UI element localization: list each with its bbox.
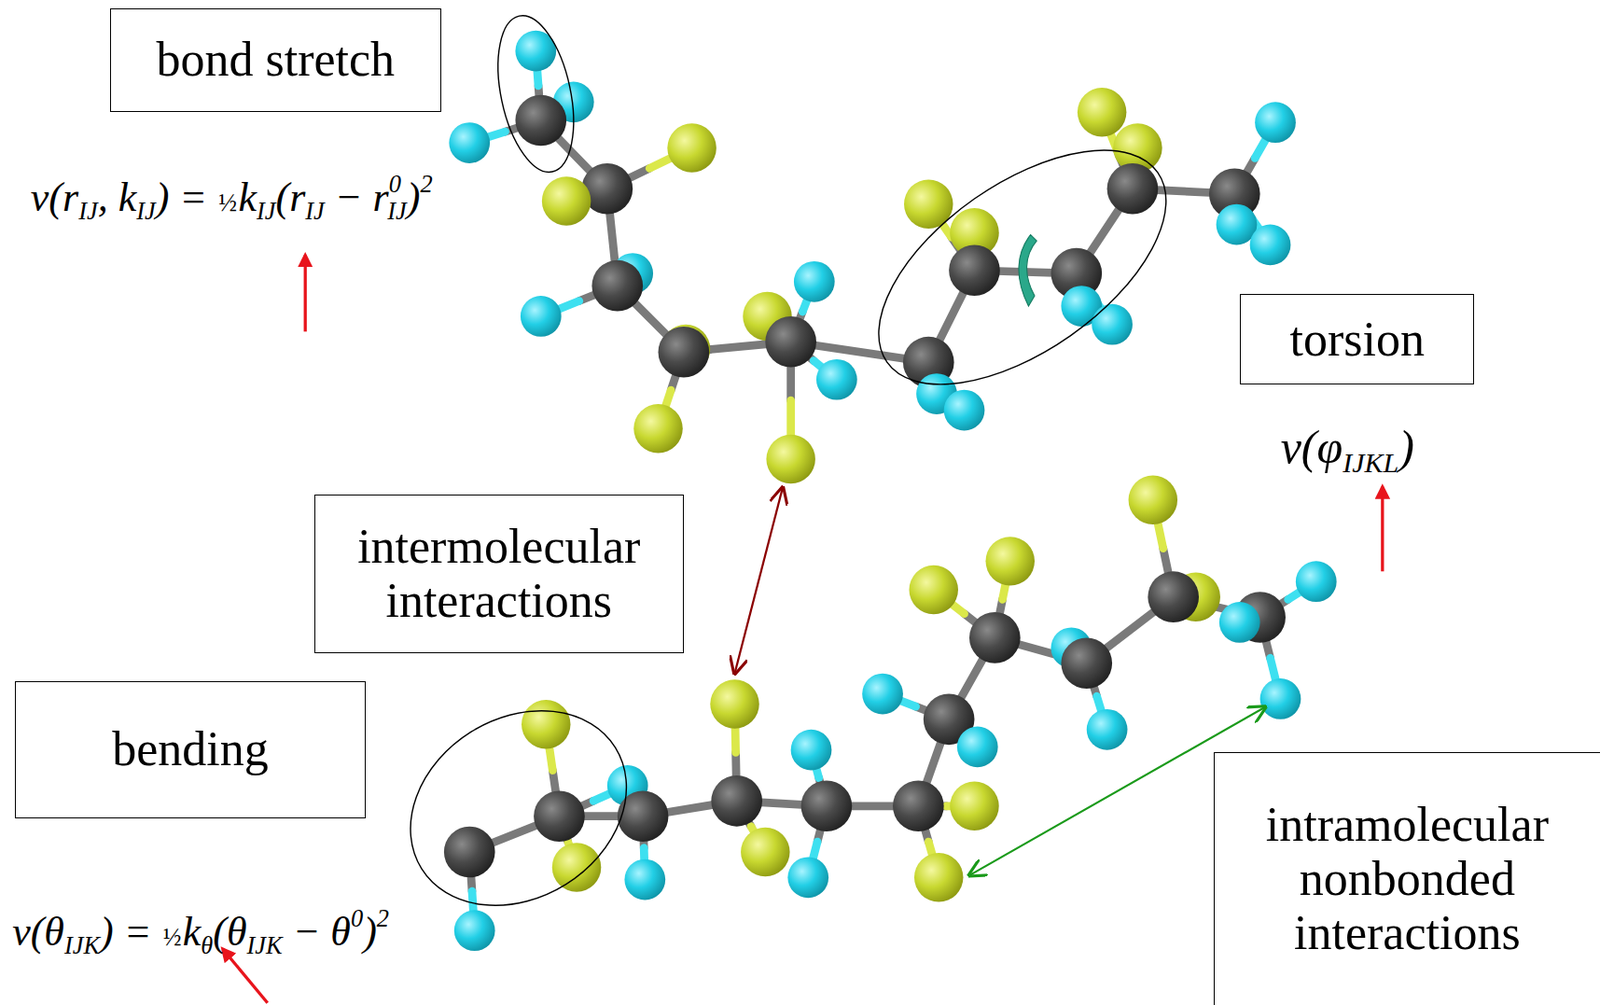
energy-formula: v(θIJK) = ½kθ(θIJK − θ0)2 [12,905,390,958]
formula-part: v( [1280,420,1318,474]
formula-part: v(θ [12,908,65,955]
formula-part: IJ [256,196,277,225]
energy-formula: v(φIJKL) [1280,423,1415,478]
term-label: intermolecular interactions [328,519,670,628]
term-label: bond stretch [156,32,396,87]
formula-part: 2 [419,169,432,198]
formula-part: , k [97,174,138,221]
formula-part: (θ [212,908,247,955]
term-box: torsion [1239,293,1475,385]
term-box: bond stretch [110,8,441,113]
formula-part: IJ [305,196,325,225]
formula-part: ) = [155,174,218,221]
formula-part: 0 [350,904,363,933]
formula-part: IJ [136,196,156,225]
term-label: torsion [1289,312,1424,367]
formula-part: − θ [282,908,351,955]
term-box: intramolecular nonbonded interactions [1213,751,1600,1005]
term-label: intramolecular nonbonded interactions [1227,797,1587,961]
formula-part: IJK [64,931,100,960]
formula-part: − r [324,174,390,221]
formula-part: (r [276,174,307,221]
formula-part: k [237,174,257,221]
formula-part: k [182,908,202,955]
formula-part: IJK [247,931,283,960]
term-label: bending [111,722,269,777]
formula-part: v(r [30,174,79,221]
formula-part: ) [406,174,421,221]
formula-part: 2 [376,904,390,933]
formula-part: ½ [163,922,182,951]
formula-part: IJ [78,196,98,225]
formula-part: ) [1398,420,1415,474]
formula-part: θ [200,931,213,960]
term-box: bending [14,681,365,820]
formula-part: IJ [387,196,407,225]
formula-part: ) [362,908,377,955]
energy-formula: v(rIJ, kIJ) = ½kIJ(rIJ − r0IJ)2 [30,171,433,223]
formula-part: 0 [389,169,402,198]
formula-part: ½ [218,188,237,217]
formula-part: ) = [99,908,162,955]
formula-part: φ [1317,420,1344,474]
term-box: intermolecular interactions [314,494,684,654]
formula-part: IJKL [1342,446,1399,478]
